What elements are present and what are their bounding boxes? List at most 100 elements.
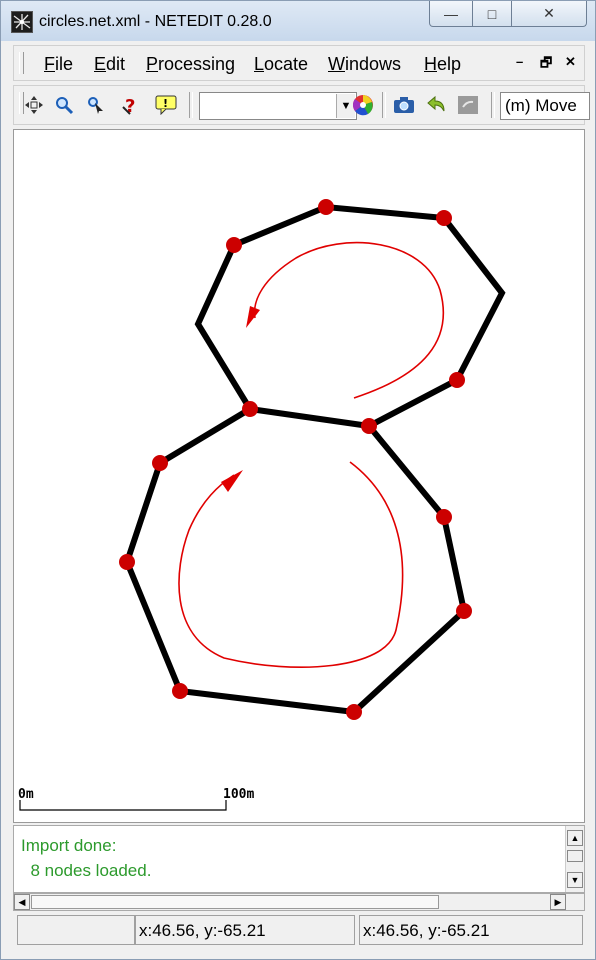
menu-locate-rest: ocate <box>264 54 309 74</box>
screenshot-button[interactable] <box>392 93 416 117</box>
redo-icon <box>458 96 478 114</box>
menu-help-rest: elp <box>437 54 462 74</box>
toolbar: ? ! ▼ <box>13 85 590 125</box>
junction-nodes <box>119 199 472 720</box>
status-bar: x:46.56, y:-65.21 x:46.56, y:-65.21 <box>13 915 585 947</box>
scroll-up-button[interactable]: ▲ <box>567 830 583 846</box>
scroll-thumb[interactable] <box>567 850 583 862</box>
zoom-button[interactable] <box>52 93 76 117</box>
mdi-restore-button[interactable]: 🗗 <box>540 55 553 70</box>
network-view-canvas[interactable]: 0m 100m <box>13 129 585 823</box>
menu-locate[interactable]: Locate <box>254 54 308 75</box>
upper-flow-arrow <box>253 241 445 399</box>
menu-windows[interactable]: Windows <box>328 54 401 75</box>
junction-node[interactable] <box>152 455 168 471</box>
junction-node[interactable] <box>119 554 135 570</box>
scale-start-label: 0m <box>18 787 34 802</box>
window-title: circles.net.xml - NETEDIT 0.28.0 <box>39 13 272 30</box>
scroll-left-button[interactable]: ◀ <box>14 894 30 910</box>
mdi-minimize-button[interactable]: – <box>516 54 524 69</box>
upper-ring-edges <box>123 203 506 716</box>
scroll-down-button[interactable]: ▼ <box>567 872 583 888</box>
junction-node[interactable] <box>361 418 377 434</box>
menu-edit[interactable]: Edit <box>94 54 125 75</box>
minimize-icon: — <box>444 5 458 22</box>
color-scheme-combo[interactable]: ▼ <box>199 92 357 120</box>
horizontal-scroll-thumb[interactable] <box>31 895 439 909</box>
maximize-icon: □ <box>487 5 497 22</box>
arrow-down-icon: ▼ <box>570 875 580 885</box>
menu-processing[interactable]: Processing <box>146 54 235 75</box>
svg-text:!: ! <box>163 97 168 110</box>
recenter-view-icon <box>25 96 43 114</box>
tooltip-button[interactable]: ! <box>154 93 178 117</box>
close-icon: ✕ <box>543 5 555 21</box>
toolbar-separator <box>382 92 386 118</box>
menu-edit-rest: dit <box>106 54 126 74</box>
menu-locate-accel: L <box>254 54 265 74</box>
junction-node[interactable] <box>346 704 362 720</box>
undo-button[interactable] <box>424 93 448 117</box>
status-cursor-position: x:46.56, y:-65.21 <box>135 915 355 945</box>
junction-node[interactable] <box>242 401 258 417</box>
zoom-icon <box>56 97 74 115</box>
junction-node[interactable] <box>172 683 188 699</box>
scroll-right-button[interactable]: ▶ <box>550 894 566 910</box>
log-line: Import done: <box>21 836 117 855</box>
locate-junction-icon <box>88 97 103 114</box>
undo-icon <box>427 95 445 112</box>
junction-node[interactable] <box>226 237 242 253</box>
recenter-view-button[interactable] <box>22 93 46 117</box>
locate-junction-button[interactable] <box>84 93 108 117</box>
junction-node[interactable] <box>436 210 452 226</box>
edit-mode-label: (m) Move <box>505 96 577 115</box>
mdi-close-button[interactable]: ✕ <box>565 54 576 69</box>
menu-file-accel: F <box>44 54 55 74</box>
menu-processing-rest: rocessing <box>158 54 236 74</box>
query-info-icon: ? <box>122 96 135 115</box>
screenshot-icon <box>394 97 414 113</box>
menubar-grip[interactable] <box>19 52 24 74</box>
netedit-app-icon <box>11 11 33 33</box>
log-vertical-scrollbar[interactable]: ▲ ▼ <box>565 826 584 892</box>
toolbar-separator <box>491 92 495 118</box>
scale-bar: 0m 100m <box>18 787 254 811</box>
arrow-left-icon: ◀ <box>18 896 26 907</box>
menu-file-rest: ile <box>55 54 74 74</box>
log-line: 8 nodes loaded. <box>21 861 152 880</box>
chevron-down-icon: ▼ <box>340 100 352 112</box>
log-horizontal-scrollbar[interactable]: ◀ ▶ <box>13 893 585 911</box>
tooltip-icon: ! <box>155 95 177 115</box>
color-wheel-icon <box>353 95 373 116</box>
network-drawing: 0m 100m <box>18 199 506 811</box>
svg-text:?: ? <box>125 96 135 115</box>
menu-help[interactable]: Help <box>424 54 461 75</box>
lower-flow-arrow <box>178 461 404 668</box>
arrow-right-icon: ▶ <box>554 896 562 907</box>
menu-processing-accel: P <box>146 54 159 74</box>
menu-edit-accel: E <box>94 54 107 74</box>
junction-node[interactable] <box>318 199 334 215</box>
menu-bar: File Edit Processing Locate Windows Help… <box>13 45 585 81</box>
menu-file[interactable]: File <box>44 54 73 75</box>
redo-button[interactable] <box>456 93 480 117</box>
toolbar-separator <box>189 92 193 118</box>
upper-arrowhead-icon <box>246 306 260 328</box>
window-minimize-button[interactable]: — <box>429 1 473 27</box>
window-close-button[interactable]: ✕ <box>511 1 587 27</box>
junction-node[interactable] <box>456 603 472 619</box>
lower-arrowhead-icon <box>221 470 243 492</box>
edit-coloring-button[interactable] <box>351 93 375 117</box>
junction-node[interactable] <box>449 372 465 388</box>
message-log[interactable]: Import done: 8 nodes loaded. ▲ ▼ <box>13 825 585 893</box>
status-message <box>17 915 135 945</box>
window-maximize-button[interactable]: □ <box>472 1 512 27</box>
toolbar-grip[interactable] <box>19 92 24 114</box>
edit-mode-indicator[interactable]: (m) Move <box>500 92 590 120</box>
query-info-button[interactable]: ? <box>119 93 143 117</box>
junction-node[interactable] <box>436 509 452 525</box>
combo-dropdown-arrow[interactable]: ▼ <box>336 94 355 118</box>
title-bar[interactable]: circles.net.xml - NETEDIT 0.28.0 — □ ✕ <box>1 1 595 41</box>
flow-annotation-arrows <box>178 241 445 668</box>
